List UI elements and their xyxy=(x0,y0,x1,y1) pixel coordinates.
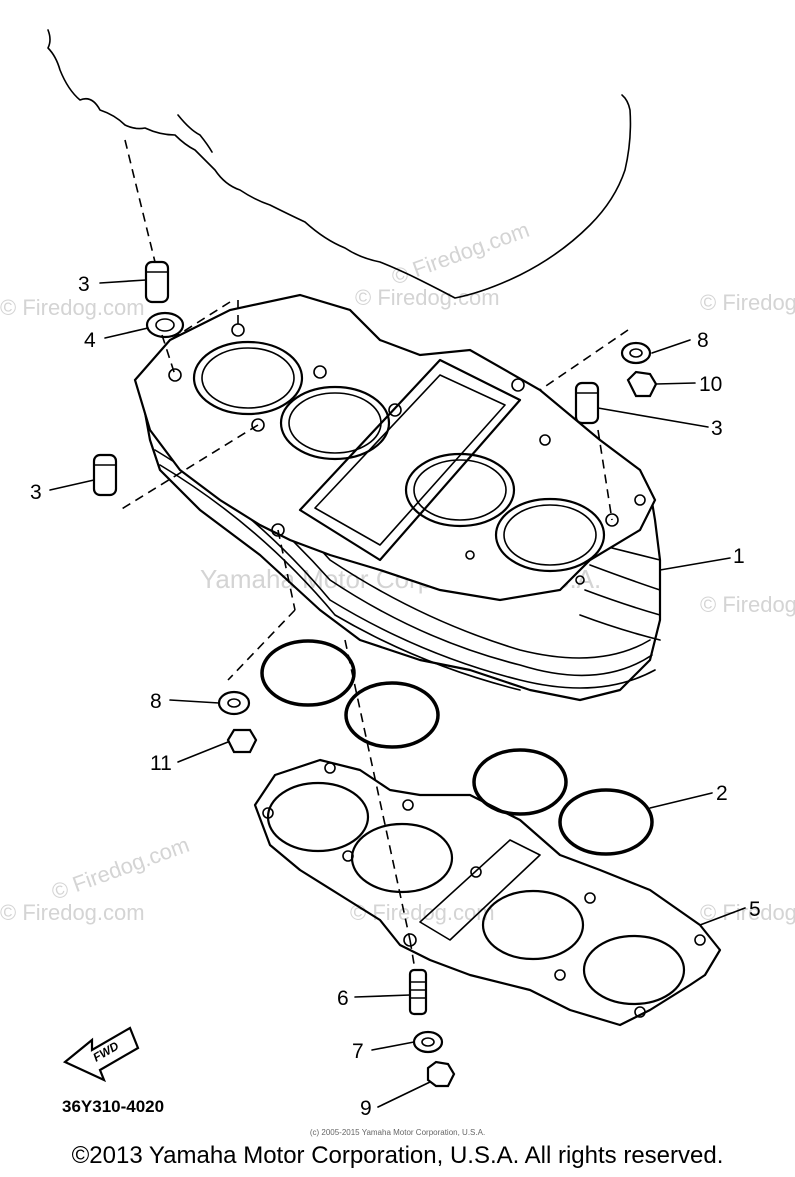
cylinder-block xyxy=(133,293,662,702)
callout-leaders xyxy=(49,279,746,1108)
nut xyxy=(426,1060,456,1088)
watermark-firedog: © Firedog.com xyxy=(0,295,145,320)
callout-10: 10 xyxy=(699,373,722,396)
assembly-guides xyxy=(119,139,629,971)
callout-1: 1 xyxy=(733,545,745,568)
diagram-part-code: 36Y310-4020 xyxy=(62,1097,165,1116)
crankcase-outline xyxy=(47,29,632,299)
fwd-arrow-icon: FWD xyxy=(62,1026,140,1083)
watermark-firedog: © Firedog.com xyxy=(700,900,795,925)
dowel-pin-set xyxy=(92,260,600,497)
watermark-firedog: © Firedog.com xyxy=(48,832,192,905)
washer xyxy=(412,1030,444,1054)
washer xyxy=(620,341,652,365)
o-ring-set xyxy=(260,639,654,856)
copyright-notice: ©2013 Yamaha Motor Corporation, U.S.A. A… xyxy=(71,1142,724,1169)
dowel-pin xyxy=(574,381,600,425)
nut xyxy=(226,728,258,754)
callout-4: 4 xyxy=(84,329,96,352)
callout-5: 5 xyxy=(749,898,761,921)
callout-3: 3 xyxy=(711,417,723,440)
callout-3: 3 xyxy=(78,273,90,296)
nut xyxy=(626,370,658,398)
watermark-firedog: © Firedog.com xyxy=(355,285,500,310)
callout-6: 6 xyxy=(337,987,349,1010)
watermark-firedog: © Firedog.com xyxy=(0,900,145,925)
watermark-firedog: © Firedog.com xyxy=(350,900,495,925)
small-copyright: (c) 2005-2015 Yamaha Motor Corporation, … xyxy=(309,1128,486,1137)
callout-11: 11 xyxy=(150,752,172,775)
watermark-firedog: © Firedog.com xyxy=(700,592,795,617)
stud-bolt xyxy=(408,968,428,1016)
washers-and-nuts xyxy=(217,341,658,1088)
callout-8: 8 xyxy=(697,329,709,352)
callout-labels: 1 2 3 3 3 4 5 6 7 8 8 9 10 11 xyxy=(30,273,761,1120)
dowel-pin xyxy=(144,260,170,304)
dowel-pin xyxy=(92,453,118,497)
callout-2: 2 xyxy=(716,782,728,805)
callout-7: 7 xyxy=(352,1040,364,1063)
callout-3: 3 xyxy=(30,481,42,504)
washer xyxy=(217,690,251,716)
callout-9: 9 xyxy=(360,1097,372,1120)
watermark-firedog: © Firedog.com xyxy=(700,290,795,315)
base-gasket xyxy=(253,758,722,1027)
callout-8: 8 xyxy=(150,690,162,713)
small-o-ring xyxy=(145,311,185,339)
